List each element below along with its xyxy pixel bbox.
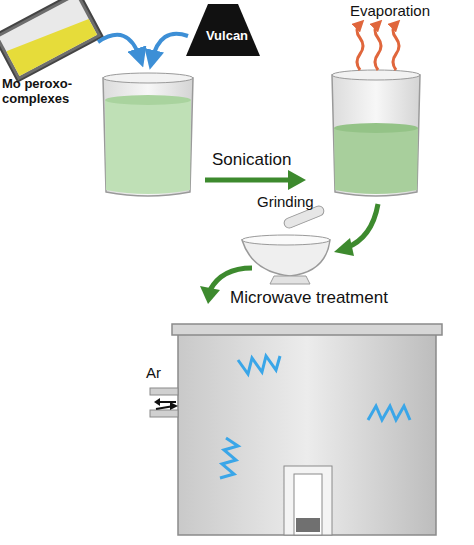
node-title: Vulcan xyxy=(186,28,268,43)
microwave-symbol xyxy=(220,356,410,478)
process-arrow xyxy=(346,204,378,248)
process-arrow xyxy=(210,268,252,290)
beaker xyxy=(103,73,193,196)
mortar-pestle xyxy=(242,204,330,284)
process-arrow xyxy=(205,178,290,183)
reagent-label: Mo peroxo-complexes xyxy=(2,76,94,106)
pour-arrow xyxy=(152,34,188,60)
step-label: Sonication xyxy=(212,150,291,170)
beaker xyxy=(332,70,420,196)
reactor-node: Microwave treatment xyxy=(174,288,444,536)
carbon-pile: Vulcan xyxy=(186,2,268,56)
pour-arrow xyxy=(98,35,140,58)
gas-label: Ar xyxy=(146,364,161,381)
step-label: Evaporation xyxy=(350,2,430,19)
node-title: Microwave treatment xyxy=(174,288,444,308)
step-label: Grinding xyxy=(257,193,314,210)
vapour-arrow xyxy=(357,24,399,70)
microwave-reactor xyxy=(150,324,442,535)
reagent-bottle xyxy=(0,0,103,81)
